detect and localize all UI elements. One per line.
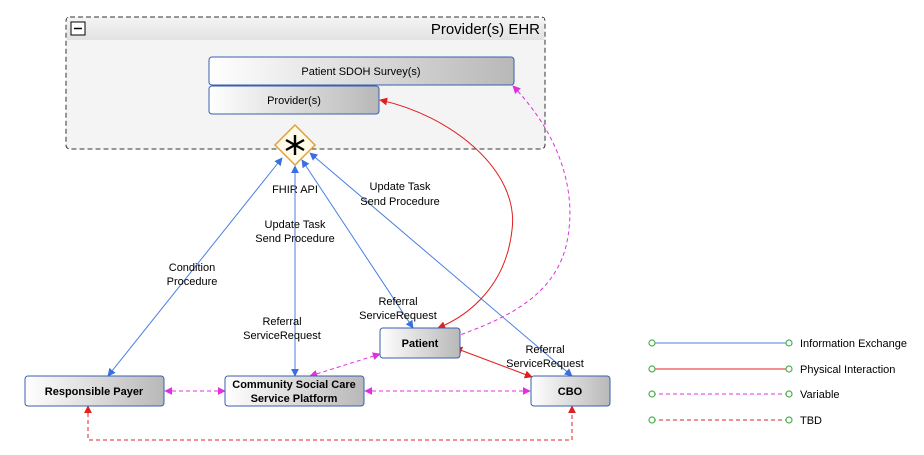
edges-variable <box>164 85 571 395</box>
platform-label-line1: Community Social Care <box>232 379 355 391</box>
legend-item-physical-interaction: Physical Interaction <box>648 364 895 376</box>
edges-physical-interaction <box>379 97 533 379</box>
legend-item-variable: Variable <box>648 389 840 401</box>
platform-label-line2: Service Platform <box>251 393 338 405</box>
label-referral-patient: Referral <box>378 296 417 308</box>
asterisk-icon <box>285 135 305 155</box>
legend-item-information-exchange: Information Exchange <box>648 338 907 350</box>
edge-platform-patient <box>309 352 381 378</box>
label-procedure: Procedure <box>167 276 218 288</box>
node-community-social-care-platform[interactable]: Community Social Care Service Platform <box>224 375 365 407</box>
edge-survey-patient <box>459 85 571 336</box>
legend-item-tbd: TBD <box>648 415 822 427</box>
label-referral-cbo: Referral <box>525 344 564 356</box>
label-update-task-right: Update Task <box>370 181 431 193</box>
label-servicerequest-platform: ServiceRequest <box>243 330 321 342</box>
node-providers[interactable]: Provider(s) <box>208 85 380 115</box>
legend-label-variable: Variable <box>800 389 840 401</box>
node-responsible-payer[interactable]: Responsible Payer <box>24 375 165 407</box>
node-cbo[interactable]: CBO <box>530 375 611 407</box>
label-update-task-mid: Update Task <box>265 219 326 231</box>
legend-label-physical-interaction: Physical Interaction <box>800 364 895 376</box>
edge-patient-cbo <box>454 346 533 379</box>
survey-label: Patient SDOH Survey(s) <box>301 66 420 78</box>
edge-payer-cbo-tbd <box>84 405 576 441</box>
node-patient-sdoh-survey[interactable]: Patient SDOH Survey(s) <box>208 56 515 86</box>
payer-label: Responsible Payer <box>45 386 144 398</box>
label-servicerequest-patient: ServiceRequest <box>359 310 437 322</box>
edge-fhir-payer <box>107 157 283 377</box>
collapse-button[interactable] <box>70 21 86 36</box>
legend-label-information-exchange: Information Exchange <box>800 338 907 350</box>
edge-providers-patient <box>379 97 514 329</box>
group-title: Provider(s) EHR <box>431 21 540 38</box>
node-patient[interactable]: Patient <box>379 327 461 359</box>
label-referral-platform: Referral <box>262 316 301 328</box>
label-servicerequest-cbo: ServiceRequest <box>506 358 584 370</box>
label-send-procedure-mid: Send Procedure <box>255 233 335 245</box>
edge-labels: Condition Procedure Update Task Send Pro… <box>167 181 584 370</box>
label-condition: Condition <box>169 262 215 274</box>
legend-label-tbd: TBD <box>800 415 822 427</box>
legend: Information Exchange Physical Interactio… <box>648 338 907 427</box>
providers-label: Provider(s) <box>267 95 321 107</box>
label-send-procedure-right: Send Procedure <box>360 196 440 208</box>
cbo-label: CBO <box>558 386 583 398</box>
patient-label: Patient <box>402 338 439 350</box>
